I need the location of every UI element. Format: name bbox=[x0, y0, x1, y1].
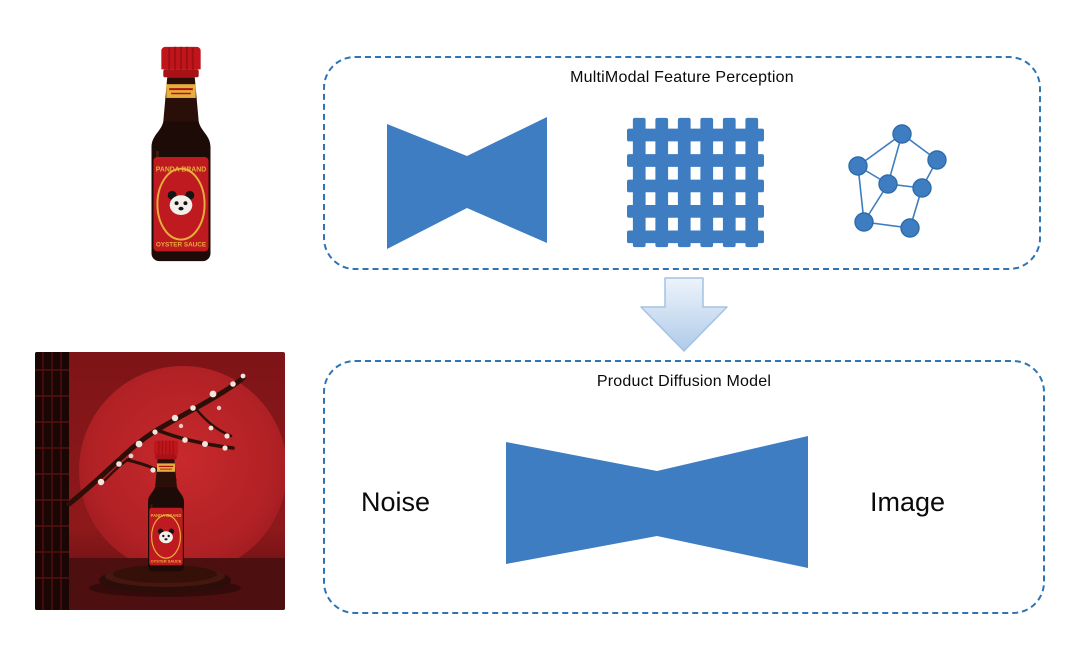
generated-scene-illustration bbox=[35, 352, 287, 610]
graph-network-icon bbox=[848, 124, 947, 238]
product-bottle-photo bbox=[122, 40, 240, 268]
moon-window bbox=[79, 366, 287, 574]
diffusion-box: Product Diffusion Model Noise Image bbox=[323, 360, 1045, 614]
perception-box-title: MultiModal Feature Perception bbox=[570, 69, 794, 86]
down-arrow-icon bbox=[640, 277, 728, 352]
wooden-tray bbox=[99, 565, 231, 593]
diffusion-box-title: Product Diffusion Model bbox=[596, 373, 772, 390]
noise-label: Noise bbox=[361, 486, 431, 517]
image-label: Image bbox=[870, 486, 946, 517]
generated-product-scene bbox=[35, 352, 287, 610]
unet-bowtie-icon bbox=[506, 435, 809, 568]
diffusion-row: Noise Image bbox=[361, 432, 1003, 572]
encoder-bowtie-icon bbox=[387, 116, 547, 249]
feature-grid-icon bbox=[627, 117, 764, 247]
perception-box: MultiModal Feature Perception bbox=[323, 56, 1041, 270]
lattice-panel bbox=[35, 352, 69, 610]
product-bottle-illustration bbox=[150, 45, 212, 263]
perception-icon-row bbox=[387, 112, 954, 252]
